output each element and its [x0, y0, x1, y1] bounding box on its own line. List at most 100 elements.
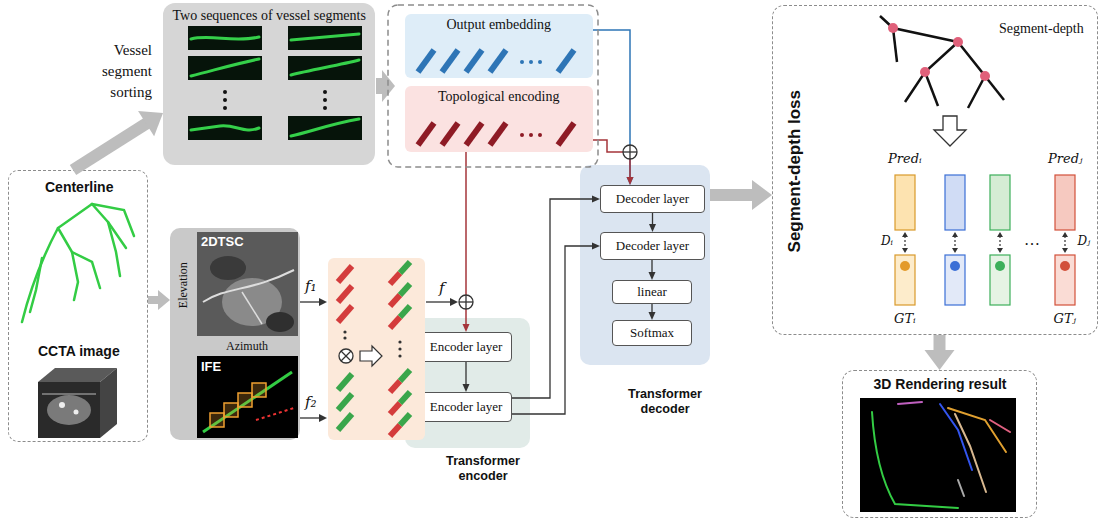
prediction-bars — [895, 175, 915, 230]
vessel-segment-thumbnails — [191, 37, 259, 39]
depth-comparison-arrow — [905, 236, 1065, 249]
hollow-arrow — [934, 116, 966, 146]
connector — [73, 111, 163, 170]
output-embedding-vectors — [418, 50, 574, 72]
vessel-segment-thumbnails — [291, 119, 359, 136]
add-symbol — [623, 145, 637, 159]
segment-tree — [880, 16, 1004, 108]
box-label: Softmax — [630, 325, 674, 341]
feature-fusion-panel — [328, 258, 425, 440]
ellipsis-dots — [520, 133, 542, 137]
ife-image — [252, 383, 266, 397]
fused-feature-vectors — [390, 425, 400, 436]
ellipsis-label: … — [1024, 230, 1040, 249]
depth-comparison-arrowhead — [997, 232, 1003, 237]
connector — [593, 30, 634, 185]
output-embedding-vectors — [466, 50, 482, 72]
ground-truth-label: GTⱼ — [1054, 311, 1077, 327]
ellipsis-dots — [529, 60, 533, 64]
step-label: Vessel segment sorting — [72, 40, 152, 103]
topological-encoding-vectors — [490, 123, 506, 145]
connector — [512, 196, 600, 399]
vessel-segment-thumbnails — [188, 116, 262, 140]
box-label: Segment-depth — [999, 21, 1084, 38]
ground-truth-bars — [900, 261, 910, 271]
depth-comparison-arrowhead — [1062, 232, 1068, 237]
vessel-segment-thumbnails — [323, 98, 327, 102]
centerline-image — [92, 204, 120, 276]
rendering-image — [990, 420, 1010, 432]
connector-line — [465, 152, 467, 325]
output-embedding-vectors — [418, 50, 434, 72]
fused-feature-vectors — [400, 414, 410, 425]
connector-line — [512, 199, 593, 398]
ellipsis-dots — [398, 354, 401, 357]
connector — [649, 260, 656, 280]
box-title: 3D Rendering result — [874, 376, 1007, 393]
box-title: Two sequences of vessel segments — [173, 8, 366, 25]
ellipsis-dots — [538, 60, 542, 64]
feature-symbol: f — [439, 279, 445, 297]
ellipsis-dots — [520, 60, 524, 64]
ground-truth-bars — [945, 255, 965, 305]
flow-arrow — [376, 70, 395, 102]
connector — [649, 213, 656, 232]
vessel-segment-thumbnails — [291, 34, 359, 40]
box-label: Decoder layer — [616, 191, 689, 207]
box-title: Output embedding — [447, 17, 552, 34]
connector — [925, 335, 955, 370]
vessel-segment-thumbnails — [188, 26, 262, 50]
arrowhead — [463, 324, 470, 332]
arrowhead — [463, 384, 470, 392]
vessel-segment-thumbnails — [288, 26, 362, 50]
depth-label: Dⱼ — [1078, 234, 1091, 248]
box-title: Elevation — [176, 262, 190, 308]
segment-tree — [925, 72, 938, 106]
vessel-segment-thumbnails — [223, 98, 227, 102]
fused-feature-vectors — [390, 317, 400, 328]
ground-truth-bars — [1055, 255, 1075, 305]
depth-comparison-arrow — [954, 236, 955, 249]
vessel-segment-thumbnails — [223, 90, 327, 110]
ccta-volume — [59, 402, 65, 408]
decoder-layer-box: Decoder layer — [600, 185, 705, 213]
ife-image — [197, 356, 298, 438]
connector — [710, 180, 772, 210]
rendering-image — [872, 412, 958, 508]
feature-f2-vectors — [338, 374, 352, 430]
arrowhead — [649, 272, 656, 280]
vessel-segment-thumbnails — [191, 126, 259, 130]
2dtsc-image — [242, 292, 262, 324]
rendering-image — [958, 480, 964, 496]
box-label: Encoder layer — [430, 399, 503, 415]
feature-symbol: f₂ — [305, 393, 317, 411]
rendering-image — [948, 408, 1006, 452]
centerline-image — [58, 228, 78, 300]
fused-feature-vectors — [400, 284, 410, 295]
depth-comparison-arrowhead — [902, 248, 908, 253]
arrowhead — [627, 177, 634, 185]
tree-junction — [888, 23, 990, 81]
ground-truth-bars — [950, 261, 960, 271]
decoder-layer-box: Decoder layer — [600, 232, 705, 260]
loss-panel: Segment-depth lossSegment-depth — [772, 5, 1098, 335]
linear-box: linear — [612, 280, 692, 304]
connector-line — [651, 304, 652, 313]
feature-arrowhead — [319, 298, 327, 306]
depth-comparison-arrow — [1064, 236, 1065, 249]
ellipsis-dots — [398, 347, 401, 350]
centerline-image — [72, 252, 100, 288]
2dtsc-image — [266, 312, 294, 332]
connector — [512, 243, 600, 415]
encoder-layer-box: Encoder layer — [420, 332, 512, 362]
arrowhead — [752, 180, 772, 210]
arrowhead — [592, 196, 600, 203]
rendering-image — [898, 402, 922, 404]
vessel-segment-thumbnails — [288, 56, 362, 80]
ife-image — [224, 403, 238, 417]
ground-truth-label: GTᵢ — [894, 311, 916, 327]
feature-f1-vectors — [338, 266, 352, 282]
ellipsis-dots — [398, 340, 401, 357]
box-title: Transformer encoder — [433, 454, 533, 484]
